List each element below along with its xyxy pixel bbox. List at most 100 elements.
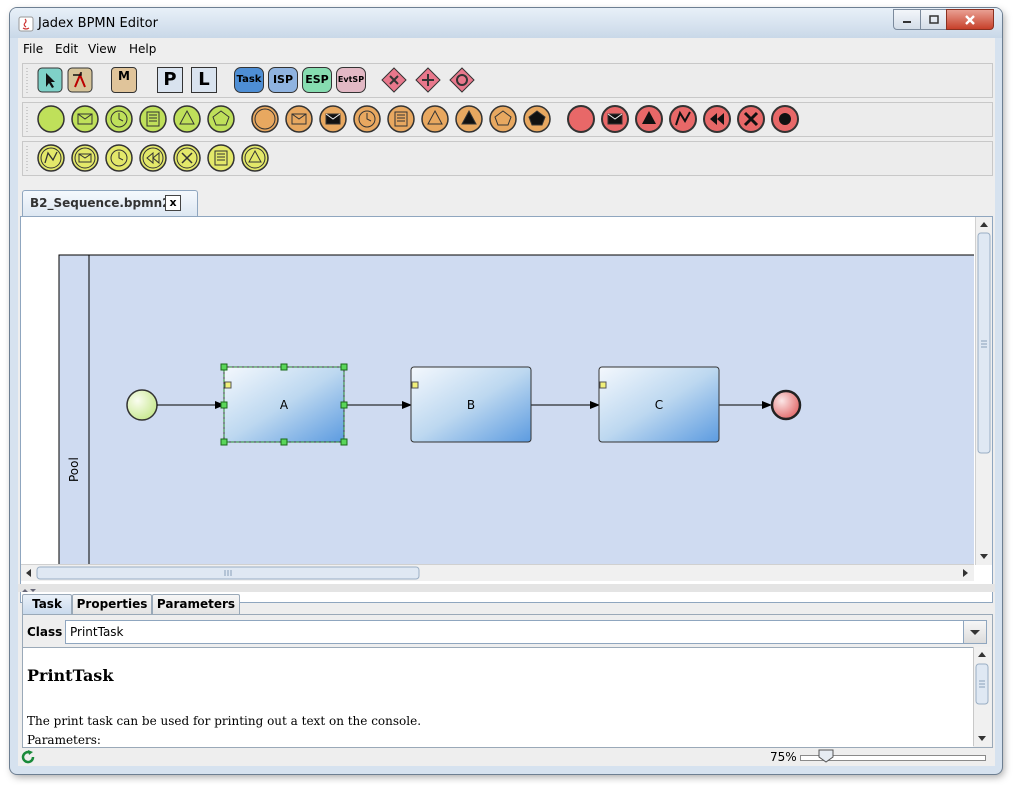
doc-vertical-scrollbar[interactable] [973,647,991,746]
refresh-icon[interactable] [20,749,36,765]
intermediate-rule-event-button[interactable] [387,105,415,133]
intermediate-multiple-throw-event-button[interactable] [523,105,551,133]
intermediate-signal-event-button[interactable] [421,105,449,133]
pool-label: Pool [67,457,81,482]
start-signal-event-button[interactable] [173,105,201,133]
boundary-compensation-event-button[interactable] [139,144,167,172]
end-terminate-event-button[interactable] [771,105,799,133]
connect-tool-button[interactable] [67,67,93,93]
tab-task[interactable]: Task [22,594,72,615]
maximize-button[interactable] [920,9,947,30]
esp-tool-button[interactable]: ESP [302,67,332,93]
xor-gateway-tool-button[interactable] [381,67,407,93]
doc-scroll-down-icon[interactable] [978,736,986,741]
boundary-cancel-event-button[interactable] [173,144,201,172]
scroll-up-icon[interactable] [980,222,988,227]
evtsp-tool-button[interactable]: EvtSP [336,67,366,93]
or-gateway-tool-button[interactable] [449,67,475,93]
intermediate-none-event-button[interactable] [251,105,279,133]
start-multiple-event-button[interactable] [207,105,235,133]
close-window-button[interactable] [946,9,994,30]
task-a[interactable]: A [220,363,348,446]
class-dropdown-button[interactable] [963,620,987,644]
isp-tool-button[interactable]: ISP [268,67,298,93]
zoom-slider-track[interactable] [800,755,986,761]
scroll-down-icon[interactable] [980,554,988,559]
task-c[interactable]: C [598,366,720,443]
menu-bar: File Edit View Help [18,38,995,60]
pool-tool-button[interactable]: P [157,67,183,93]
start-timer-event-button[interactable] [105,105,133,133]
boundary-message-event-button[interactable] [71,144,99,172]
end-none-event-button[interactable] [567,105,595,133]
doc-parameters-heading: Parameters: [27,733,101,747]
boundary-signal-event-button[interactable] [241,144,269,172]
end-compensation-event-button[interactable] [703,105,731,133]
start-event-tools[interactable] [37,105,235,133]
horizontal-scrollbar-drawing [26,566,968,580]
pool-header[interactable] [58,254,90,565]
start-none-event-button[interactable] [37,105,65,133]
start-event[interactable] [126,389,158,421]
canvas-horizontal-scrollbar[interactable] [21,564,974,581]
split-divider[interactable] [18,584,995,592]
doc-description: The print task can be used for printing … [27,714,422,728]
close-icon [965,14,975,25]
class-select-value: PrintTask [70,625,124,639]
canvas-vertical-scrollbar[interactable] [975,217,992,565]
selection-handles[interactable] [220,363,348,446]
maximize-icon [928,14,939,24]
document-tab[interactable]: B2_Sequence.bpmn2 x [22,190,198,216]
toolbar-tools: M P L Task ISP ESP EvtSP [22,63,993,98]
property-panel: Class PrintTask PrintTask The print task… [22,614,993,748]
intermediate-timer-event-button[interactable] [353,105,381,133]
boundary-error-event-button[interactable] [37,144,65,172]
tab-properties[interactable]: Properties [72,594,152,615]
minimize-button[interactable] [893,9,921,30]
menu-edit[interactable]: Edit [55,42,79,56]
end-cancel-event-button[interactable] [737,105,765,133]
intermediate-signal-throw-event-button[interactable] [455,105,483,133]
task-b[interactable]: B [410,366,532,443]
zoom-level: 75% [770,750,797,764]
end-event[interactable] [770,389,802,421]
divider-arrows-icon[interactable] [18,587,48,595]
doc-scroll-up-icon[interactable] [978,652,986,657]
minimize-icon [903,20,911,23]
scroll-left-icon[interactable] [26,569,31,577]
intermediate-message-event-button[interactable] [285,105,313,133]
class-select[interactable]: PrintTask [65,620,965,644]
close-tab-button[interactable]: x [165,195,181,211]
boundary-timer-event-button[interactable] [105,144,133,172]
zoom-slider-knob[interactable] [818,749,834,763]
task-tool-button[interactable]: Task [234,67,264,93]
menu-file[interactable]: File [23,42,44,56]
menu-view[interactable]: View [88,42,117,56]
vertical-scroll-thumb[interactable] [977,232,991,454]
end-signal-event-button[interactable] [635,105,663,133]
and-gateway-tool-button[interactable] [415,67,441,93]
toolbar-boundary-events [22,141,993,176]
lane-tool-button[interactable]: L [191,67,217,93]
message-tool-button[interactable]: M [111,67,137,93]
scroll-right-icon[interactable] [963,569,968,577]
window-title: Jadex BPMN Editor [38,16,158,31]
app-window: Jadex BPMN Editor File Edit View Help [10,8,1002,774]
end-message-event-button[interactable] [601,105,629,133]
start-message-event-button[interactable] [71,105,99,133]
property-tabs: Task Properties Parameters [22,592,991,615]
intermediate-event-tools[interactable] [251,105,551,133]
intermediate-message-throw-event-button[interactable] [319,105,347,133]
diagram-canvas[interactable]: Pool A [21,217,974,565]
menu-help[interactable]: Help [129,42,157,56]
end-event-tools[interactable] [567,105,799,133]
boundary-rule-event-button[interactable] [207,144,235,172]
intermediate-multiple-event-button[interactable] [489,105,517,133]
java-app-icon [18,16,34,32]
end-error-event-button[interactable] [669,105,697,133]
tab-parameters[interactable]: Parameters [152,594,240,615]
start-rule-event-button[interactable] [139,105,167,133]
class-label: Class [27,625,63,639]
select-tool-button[interactable] [37,67,63,93]
boundary-toolbar-drawing [26,144,269,172]
